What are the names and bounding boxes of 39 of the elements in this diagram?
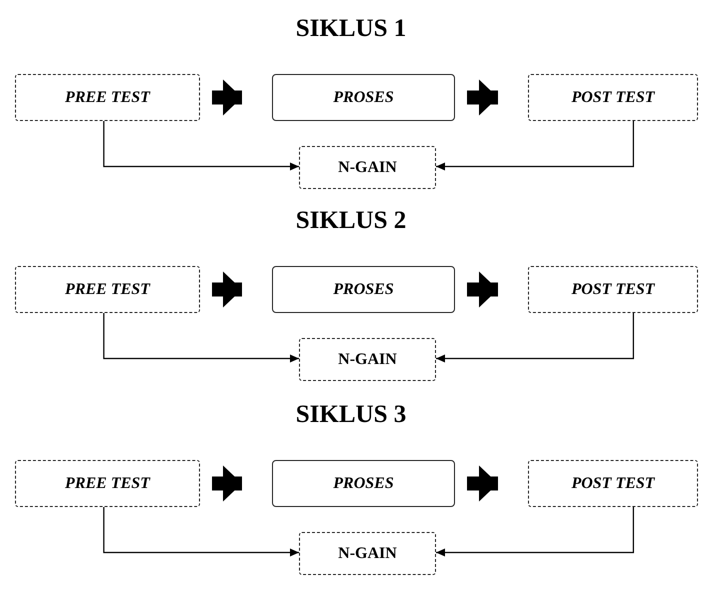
cycle-heading: SIKLUS 2 xyxy=(294,208,408,233)
block-arrow xyxy=(212,466,242,502)
dashed-box xyxy=(528,74,698,121)
process-box xyxy=(272,266,455,313)
connector-arrow xyxy=(103,507,299,556)
box-label: N-GAIN xyxy=(338,544,397,564)
box-label: POST TEST xyxy=(571,280,655,300)
box-label: N-GAIN xyxy=(338,350,397,370)
dashed-box xyxy=(528,460,698,507)
box-label: POST TEST xyxy=(571,88,655,108)
connector-arrow xyxy=(436,507,634,556)
dashed-box xyxy=(528,266,698,313)
dashed-box xyxy=(15,74,200,121)
box-label: POST TEST xyxy=(571,474,655,494)
block-arrow xyxy=(212,272,242,308)
connector-arrow xyxy=(103,121,299,170)
block-arrow xyxy=(467,272,498,308)
process-box xyxy=(272,460,455,507)
box-label: PREE TEST xyxy=(65,280,150,300)
block-arrow xyxy=(467,466,498,502)
block-arrow xyxy=(467,80,498,116)
dashed-box xyxy=(299,532,436,575)
box-label: PROSES xyxy=(333,280,394,300)
box-label: N-GAIN xyxy=(338,158,397,178)
block-arrow xyxy=(212,80,242,116)
dashed-box xyxy=(15,460,200,507)
connector-arrow xyxy=(436,121,634,170)
dashed-box xyxy=(299,338,436,381)
connector-arrow xyxy=(436,313,634,362)
dashed-box xyxy=(299,146,436,189)
process-box xyxy=(272,74,455,121)
box-label: PROSES xyxy=(333,88,394,108)
box-label: PROSES xyxy=(333,474,394,494)
connector-arrow xyxy=(103,313,299,362)
box-label: PREE TEST xyxy=(65,88,150,108)
cycle-heading: SIKLUS 3 xyxy=(294,402,408,427)
dashed-box xyxy=(15,266,200,313)
cycle-heading: SIKLUS 1 xyxy=(294,16,408,41)
box-label: PREE TEST xyxy=(65,474,150,494)
